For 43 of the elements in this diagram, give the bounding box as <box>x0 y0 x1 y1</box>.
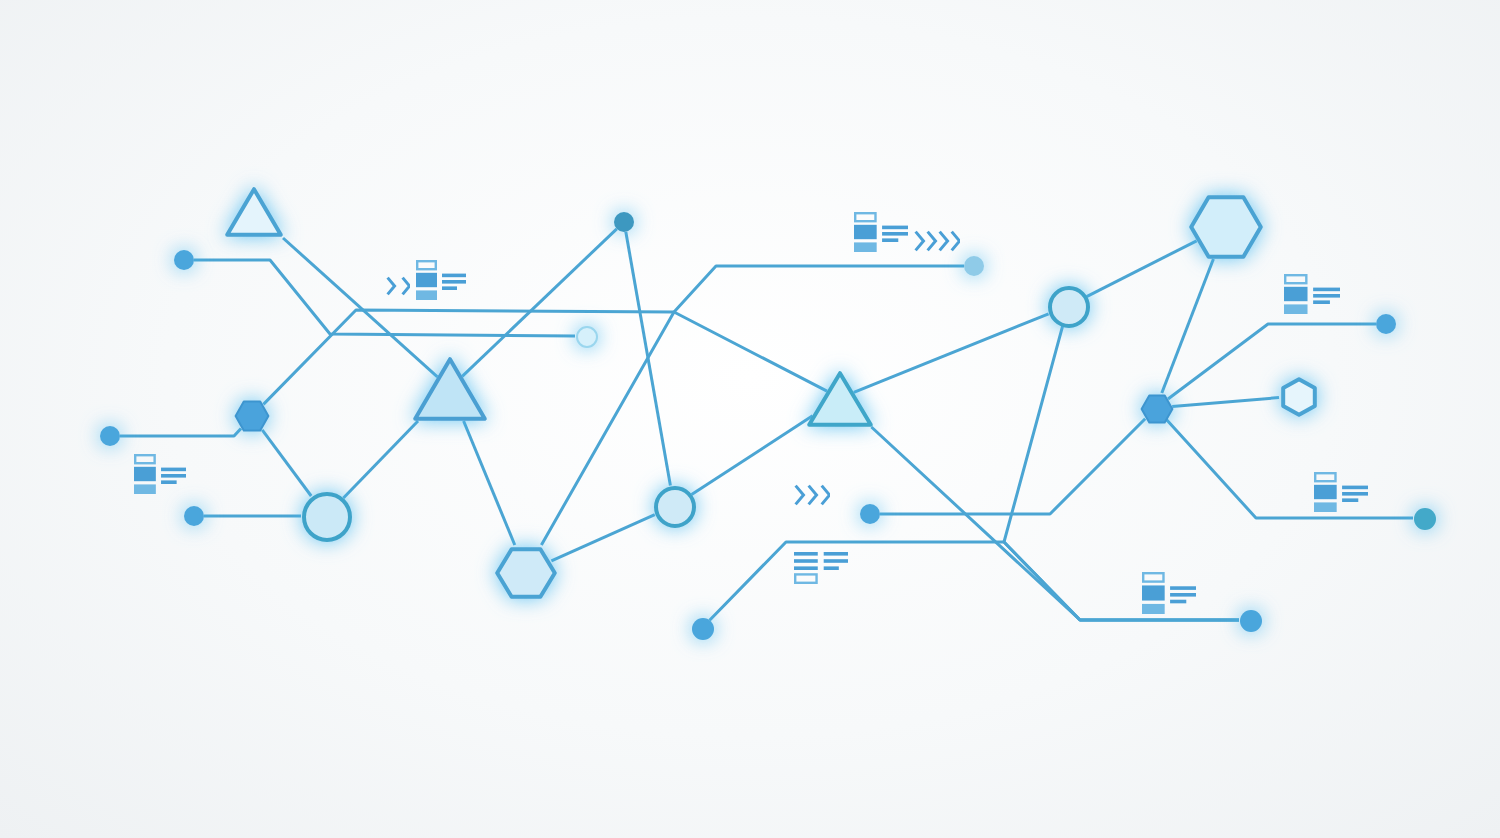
triangle-node <box>806 369 874 427</box>
connector-line <box>282 236 439 378</box>
triangle-node <box>412 355 488 421</box>
hexagon-node <box>1139 393 1173 423</box>
dot-node <box>964 256 984 276</box>
dot-node <box>691 617 713 639</box>
connector-line <box>462 420 517 546</box>
connector-line <box>261 428 313 497</box>
triangle-node <box>224 186 284 238</box>
hexagon-node <box>234 400 270 432</box>
circle-node <box>653 485 695 527</box>
connector-line <box>624 231 672 486</box>
connector-line <box>880 417 1147 516</box>
dot-node <box>575 325 597 347</box>
hexagon-node <box>1188 193 1264 259</box>
connector-line <box>853 312 1050 394</box>
connector-line <box>1085 239 1198 298</box>
hexagon-node <box>494 545 558 599</box>
dot-node <box>1239 609 1261 631</box>
connector-line <box>342 419 420 500</box>
connector-line <box>461 227 618 378</box>
connector-line <box>194 258 575 338</box>
hexagon-node <box>1279 375 1317 417</box>
connector-line <box>690 414 814 496</box>
dot-node <box>100 426 120 446</box>
connector-line <box>1002 325 1239 622</box>
connector-line <box>1160 258 1215 394</box>
connector-line <box>120 427 243 438</box>
dot-node <box>614 212 634 232</box>
connector-line <box>1165 418 1413 520</box>
connector-line <box>550 513 656 563</box>
dot-node <box>1376 314 1396 334</box>
circle-node <box>301 491 351 541</box>
dot-node <box>184 506 204 526</box>
dot-node <box>174 250 194 270</box>
dot-node <box>1413 507 1435 529</box>
connector-line <box>1167 322 1376 401</box>
connector-line <box>204 514 301 518</box>
connector-line <box>540 310 828 546</box>
connector-line <box>1172 396 1280 409</box>
dot-node <box>860 504 880 524</box>
circle-node <box>1047 285 1089 327</box>
connector-line <box>262 264 964 406</box>
